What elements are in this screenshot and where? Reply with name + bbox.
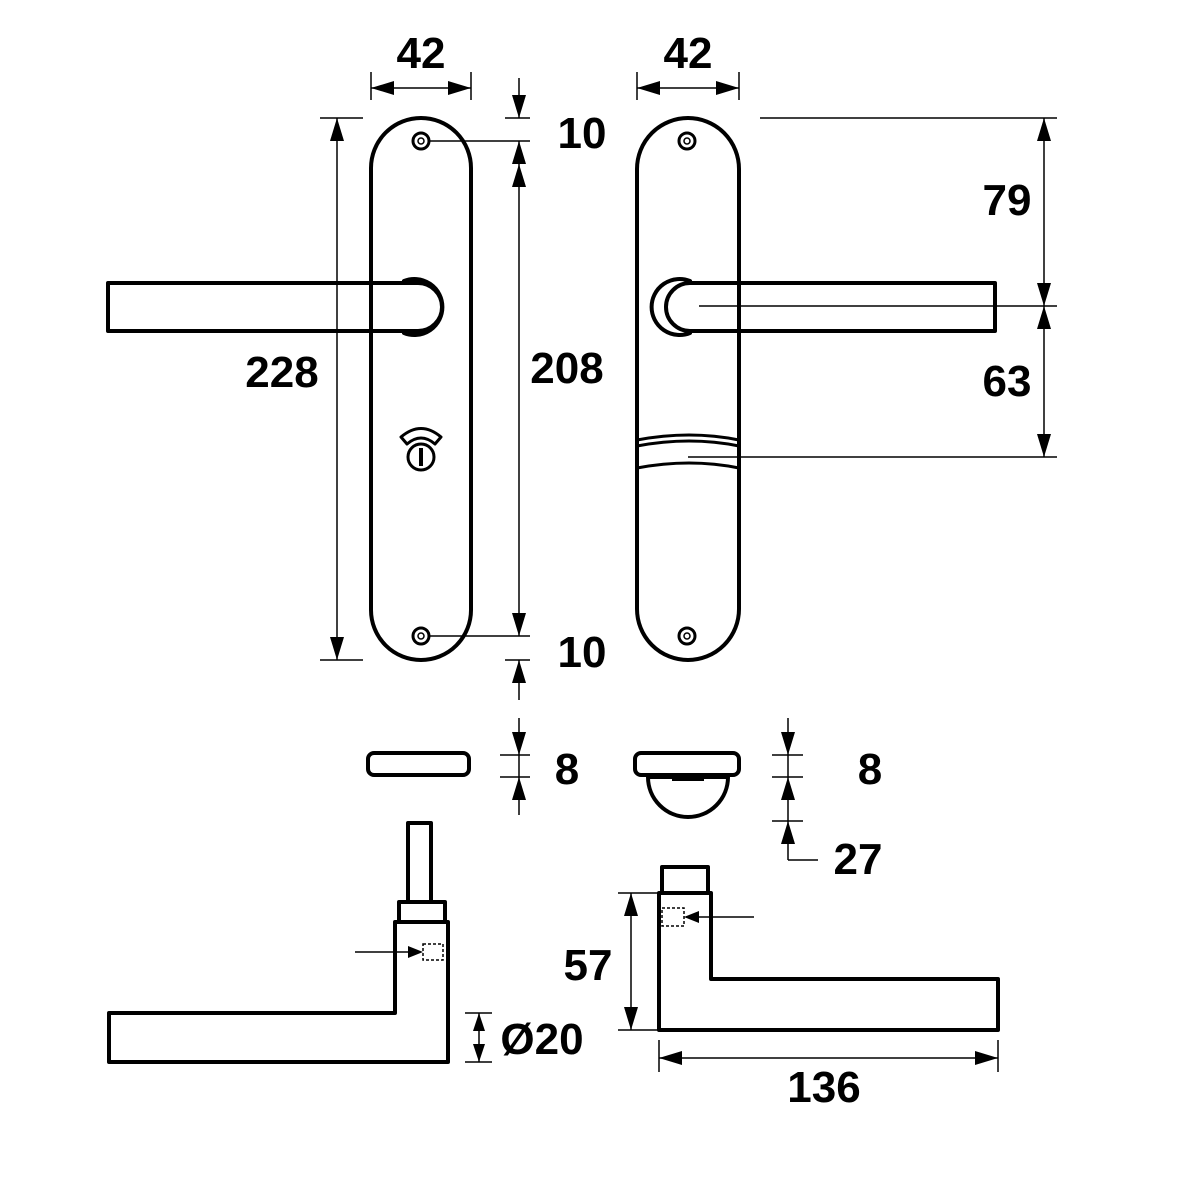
dim-hole-spacing: 208 (530, 344, 603, 393)
right-front-view: 42 79 63 (635, 29, 1057, 662)
dim-lever-height: 57 (564, 941, 613, 990)
dim-lever-length: 136 (787, 1063, 860, 1112)
dim-lever-to-slot: 63 (983, 357, 1032, 406)
left-lever-side-view: Ø20 (107, 821, 584, 1064)
dim-lever-to-top: 79 (983, 176, 1032, 225)
right-top-screw-icon (677, 131, 697, 151)
left-bottom-screw-icon (411, 626, 431, 646)
right-plate-section: 8 27 (633, 718, 883, 884)
dim-plate-thickness-right: 8 (858, 745, 882, 794)
dim-plate-thickness-left: 8 (555, 745, 579, 794)
right-backplate (635, 116, 741, 662)
release-slot-icon (636, 433, 740, 470)
left-front-view: 42 228 10 208 10 (106, 29, 607, 700)
right-bottom-screw-icon (677, 626, 697, 646)
right-lever (649, 277, 997, 337)
dim-width-right: 42 (664, 29, 713, 78)
dim-width-left: 42 (397, 29, 446, 78)
dim-top-offset: 10 (558, 109, 607, 158)
privacy-turn-icon (399, 427, 443, 472)
dim-bottom-offset: 10 (558, 628, 607, 677)
right-lever-side-view: 57 136 (564, 865, 1000, 1112)
left-plate-section: 8 (366, 718, 579, 815)
dim-lever-diameter: Ø20 (500, 1015, 583, 1064)
dim-rose-depth: 27 (834, 835, 883, 884)
dim-overall-height: 228 (245, 348, 318, 397)
left-backplate (369, 116, 473, 662)
left-top-screw-icon (411, 131, 431, 151)
left-lever (106, 277, 445, 337)
